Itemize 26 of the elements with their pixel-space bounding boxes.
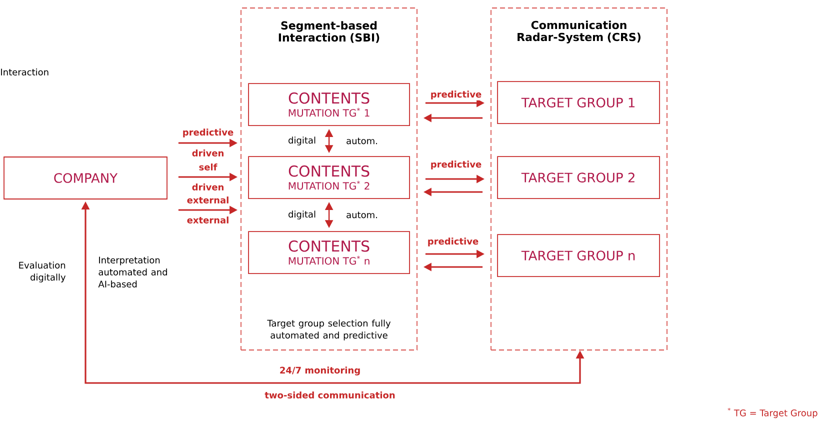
label-text: Evaluation digitally [19,262,66,282]
target-box: TARGET GROUP 1 [497,81,660,124]
target-box: TARGET GROUP n [497,234,660,277]
edge-label: 24/7 monitoring [278,366,362,376]
target-box: TARGET GROUP 2 [497,156,660,199]
edge-label: predictive [426,236,480,248]
label-text: two-sided communication [264,392,395,398]
label-text: external [187,216,228,224]
label-text: $^{*}$ TG = Target Group [728,408,818,418]
label-text: Interaction [1,68,48,76]
edge-label: digital [287,210,317,220]
label-text: driven [192,150,224,156]
label-text: Interpretation automated and AI-based [98,256,167,288]
edge-label: external [186,196,230,204]
label-text: autom. [346,212,377,218]
edge-label: self [198,162,218,172]
edge-label: predictive [429,90,483,100]
label-text: autom. [346,138,377,144]
edge-label: predictive [429,160,483,170]
edge-label: digital [287,136,317,146]
content-box: CONTENTS MUTATION TG$^{*}$ 1 [248,83,410,126]
label-text: driven [192,184,224,190]
content-box: CONTENTS MUTATION TG$^{*}$ 2 [248,156,410,199]
target-box: COMPANY [4,156,168,200]
content-box: CONTENTS MUTATION TG$^{*}$ n [248,231,410,274]
edge-label: predictive [181,128,235,138]
